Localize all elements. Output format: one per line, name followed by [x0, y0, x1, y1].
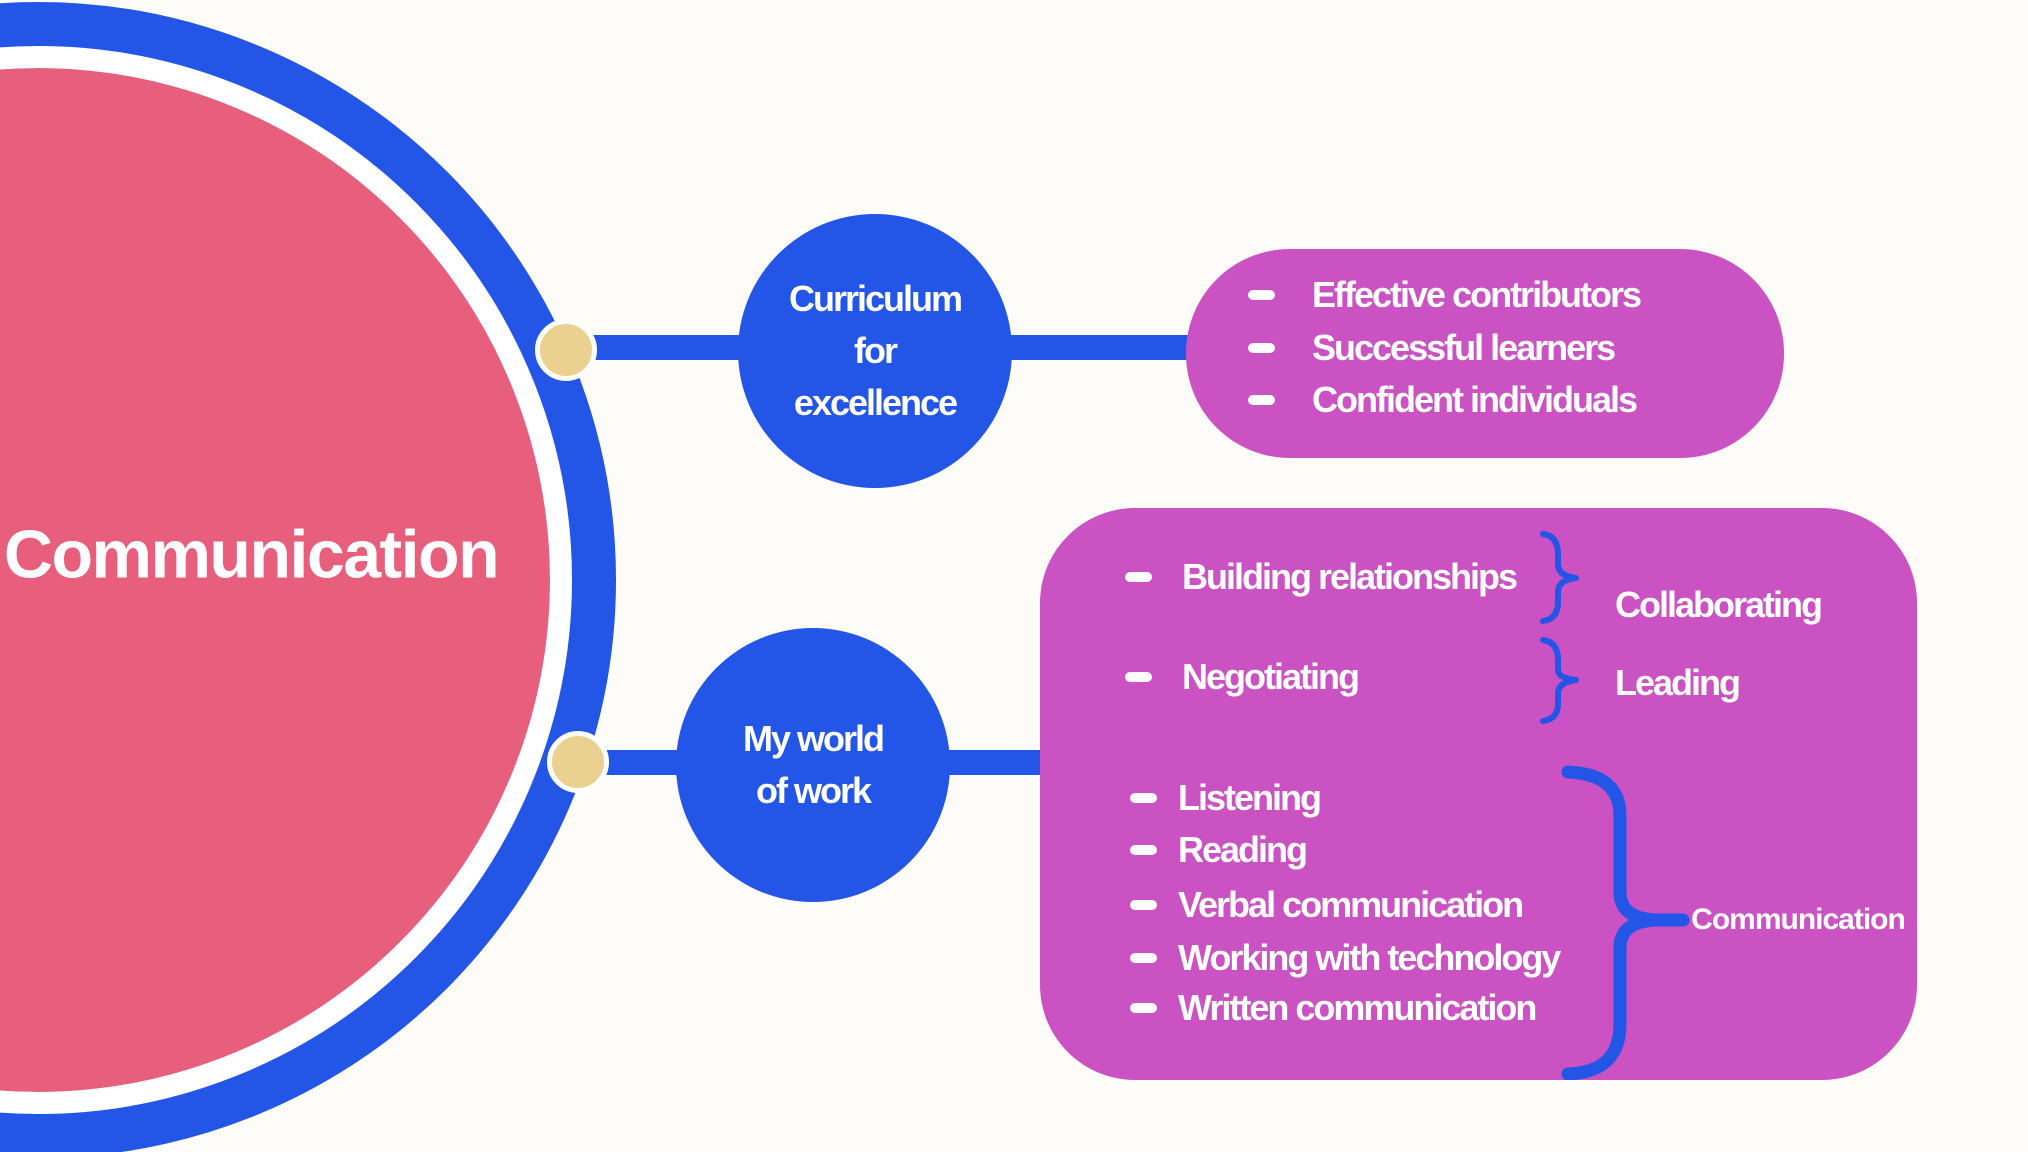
- skill-label: Verbal communication: [1178, 884, 1524, 925]
- bullet-dash-icon: [1130, 845, 1157, 855]
- connector-dot-curriculum: [535, 319, 597, 381]
- category-label-leading: Leading: [1614, 662, 1741, 703]
- collaborating-brace-icon: [1540, 531, 1579, 624]
- node-world-label-line: My world: [742, 718, 885, 759]
- node-world-label-line: of work: [755, 770, 872, 811]
- skill-label: Written communication: [1178, 987, 1537, 1028]
- node-curriculum-label-line: for: [854, 330, 898, 371]
- bullet-dash-icon: [1130, 953, 1157, 963]
- node-curriculum-label-line: excellence: [793, 382, 958, 423]
- outcome-label: Successful learners: [1312, 327, 1616, 368]
- bullet-dash-icon: [1125, 572, 1152, 582]
- skill-item: Listening: [1130, 777, 1322, 819]
- world-item-label: Building relationships: [1182, 556, 1518, 597]
- bullet-dash-icon: [1248, 395, 1275, 405]
- outcome-label: Effective contributors: [1312, 274, 1642, 315]
- central-topic-blue-ring: [0, 2, 616, 1152]
- bullet-dash-icon: [1130, 793, 1157, 803]
- outcome-item: Confident individuals: [1248, 379, 1638, 421]
- world-item-label: Negotiating: [1182, 656, 1360, 697]
- bullet-dash-icon: [1130, 900, 1157, 910]
- skill-label: Listening: [1178, 777, 1322, 818]
- node-curriculum-circle: Curriculum for excellence: [738, 214, 1012, 488]
- node-curriculum-label-line: Curriculum: [788, 278, 963, 319]
- world-of-work-box: Building relationships Negotiating Colla…: [1040, 508, 1917, 1080]
- central-topic-white-ring: [0, 46, 572, 1114]
- bullet-dash-icon: [1125, 672, 1152, 682]
- bullet-dash-icon: [1130, 1003, 1157, 1013]
- node-world-circle: My world of work: [676, 628, 950, 902]
- skill-label: Reading: [1178, 829, 1308, 870]
- skill-item: Verbal communication: [1130, 884, 1524, 926]
- connector-dot-world: [547, 731, 609, 793]
- bullet-dash-icon: [1248, 290, 1275, 300]
- skill-item: Reading: [1130, 829, 1308, 871]
- outcome-item: Successful learners: [1248, 327, 1616, 369]
- world-item: Negotiating: [1125, 656, 1360, 698]
- central-topic-circle: [0, 68, 550, 1092]
- leading-brace-icon: [1540, 637, 1579, 724]
- outcomes-box: Effective contributors Successful learne…: [1186, 249, 1784, 458]
- world-item: Building relationships: [1125, 556, 1518, 598]
- outcome-label: Confident individuals: [1312, 379, 1638, 420]
- central-topic-label: Communication: [3, 516, 500, 593]
- skill-label: Working with technology: [1178, 937, 1561, 978]
- skill-item: Working with technology: [1130, 937, 1561, 979]
- outcome-item: Effective contributors: [1248, 274, 1642, 316]
- communication-brace-icon: [1561, 765, 1690, 1080]
- category-label-communication: Communication: [1691, 903, 1906, 936]
- bullet-dash-icon: [1248, 343, 1275, 353]
- category-label-collaborating: Collaborating: [1615, 584, 1823, 625]
- skill-item: Written communication: [1130, 987, 1537, 1029]
